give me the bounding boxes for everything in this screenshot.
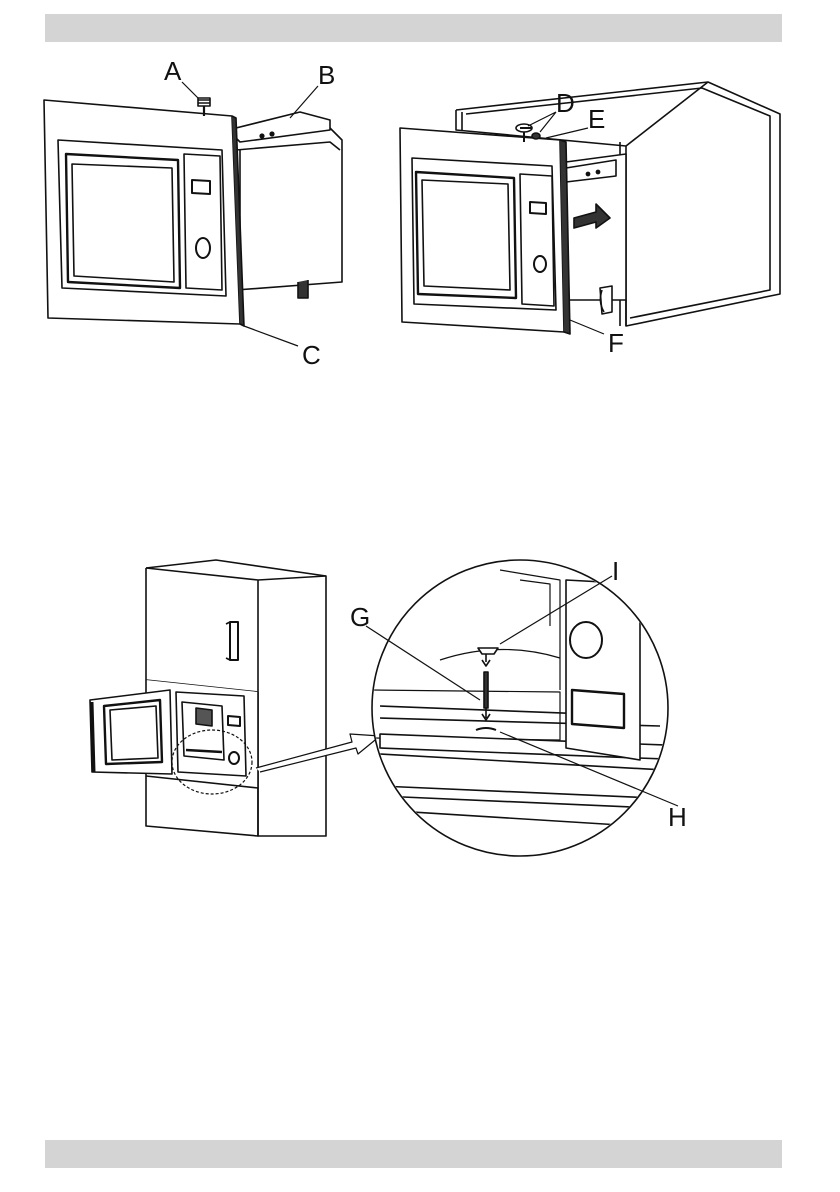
callout-a-label: A	[164, 56, 182, 86]
callout-i-label: I	[612, 556, 619, 586]
callout-d-label: D	[556, 88, 575, 118]
callout-c-label: C	[302, 340, 321, 370]
installation-figure-1: A B C D E F	[0, 50, 840, 380]
microwave-frame-left-drawing	[44, 82, 342, 346]
callout-g-label: G	[350, 602, 370, 632]
callout-f-label: F	[608, 328, 624, 358]
magnified-detail-drawing	[366, 560, 700, 856]
installation-figure-2: G I H	[0, 540, 840, 880]
footer-bar	[45, 1140, 782, 1168]
header-bar	[45, 14, 782, 42]
callout-e-label: E	[588, 104, 605, 134]
tall-cabinet-drawing	[90, 560, 380, 836]
callout-h-label: H	[668, 802, 687, 832]
callout-b-label: B	[318, 60, 335, 90]
